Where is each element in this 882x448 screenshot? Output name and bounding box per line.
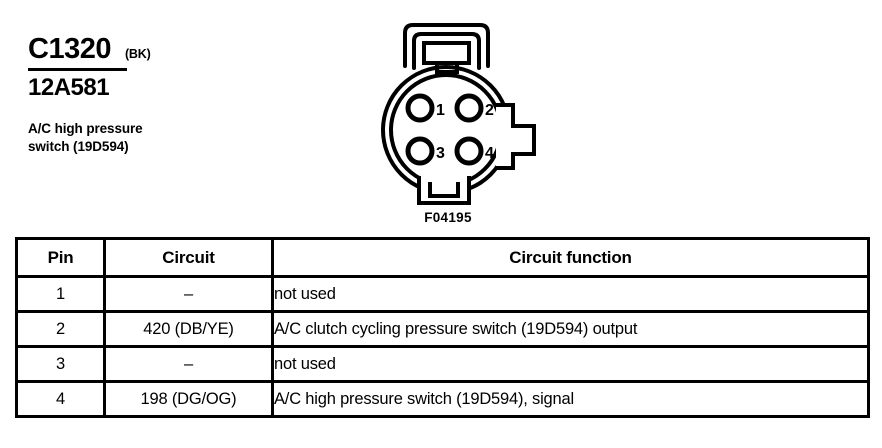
pin-cavity-2 — [454, 93, 484, 123]
cell-pin: 4 — [15, 380, 106, 418]
connector-body-outer-ring — [381, 65, 511, 195]
column-header-pin: Pin — [15, 237, 106, 278]
latch-inner-shroud — [412, 32, 481, 70]
column-header-circuit: Circuit — [103, 237, 274, 278]
alignment-key-bottom — [417, 176, 471, 205]
latch-outer-shroud — [403, 23, 490, 68]
column-header-function: Circuit function — [271, 237, 870, 278]
connector-description-line-1: A/C high pressure — [28, 120, 143, 136]
table-row: 1 – not used — [15, 275, 870, 313]
cell-pin: 1 — [15, 275, 106, 313]
pin-cavity-3 — [405, 136, 435, 166]
pin-number-4-label: 4 — [485, 145, 494, 162]
cell-circuit: 420 (DB/YE) — [103, 310, 274, 348]
underline-divider — [28, 68, 127, 72]
cell-function: A/C high pressure switch (19D594), signa… — [271, 380, 870, 418]
connector-id-row: C1320 (BK) — [28, 33, 258, 65]
connector-color-code: (BK) — [124, 47, 151, 61]
connector-part-number: 12A581 — [28, 74, 110, 102]
pin-table-container: Pin Circuit Circuit function 1 – not use… — [15, 237, 870, 418]
cell-function: not used — [271, 275, 870, 313]
alignment-key-bottom-inner — [428, 182, 460, 198]
pin-number-3-label: 3 — [436, 145, 445, 162]
connector-face-diagram: 1 2 3 4 F04195 — [372, 8, 552, 226]
table-row: 2 420 (DB/YE) A/C clutch cycling pressur… — [15, 310, 870, 348]
table-row: 4 198 (DG/OG) A/C high pressure switch (… — [15, 380, 870, 418]
cell-function: not used — [271, 345, 870, 383]
cell-function: A/C clutch cycling pressure switch (19D5… — [271, 310, 870, 348]
connector-description: A/C high pressure switch (19D594) — [28, 120, 218, 156]
connector-identification-block: C1320 (BK) 12A581 A/C high pressure swit… — [28, 34, 258, 156]
cell-circuit: 198 (DG/OG) — [103, 380, 274, 418]
cell-pin: 2 — [15, 310, 106, 348]
pin-assignment-table: Pin Circuit Circuit function 1 – not use… — [15, 237, 870, 418]
keyway-notch-right — [496, 103, 536, 170]
connector-description-line-2: switch (19D594) — [28, 139, 129, 155]
cell-circuit: – — [103, 275, 274, 313]
table-row: 3 – not used — [15, 345, 870, 383]
cell-circuit: – — [103, 345, 274, 383]
cell-pin: 3 — [15, 345, 106, 383]
connector-outline-svg: 1 2 3 4 — [381, 23, 536, 205]
pin-number-1-label: 1 — [436, 102, 445, 119]
pin-cavity-4 — [454, 136, 484, 166]
latch-tab-upper — [422, 41, 471, 65]
figure-reference-label: F04195 — [424, 210, 472, 225]
table-header-row: Pin Circuit Circuit function — [15, 237, 870, 278]
pin-number-2-label: 2 — [485, 102, 494, 119]
pin-cavity-1 — [405, 93, 435, 123]
connector-body-inner-ring — [389, 73, 503, 187]
connector-id: C1320 — [28, 33, 111, 65]
